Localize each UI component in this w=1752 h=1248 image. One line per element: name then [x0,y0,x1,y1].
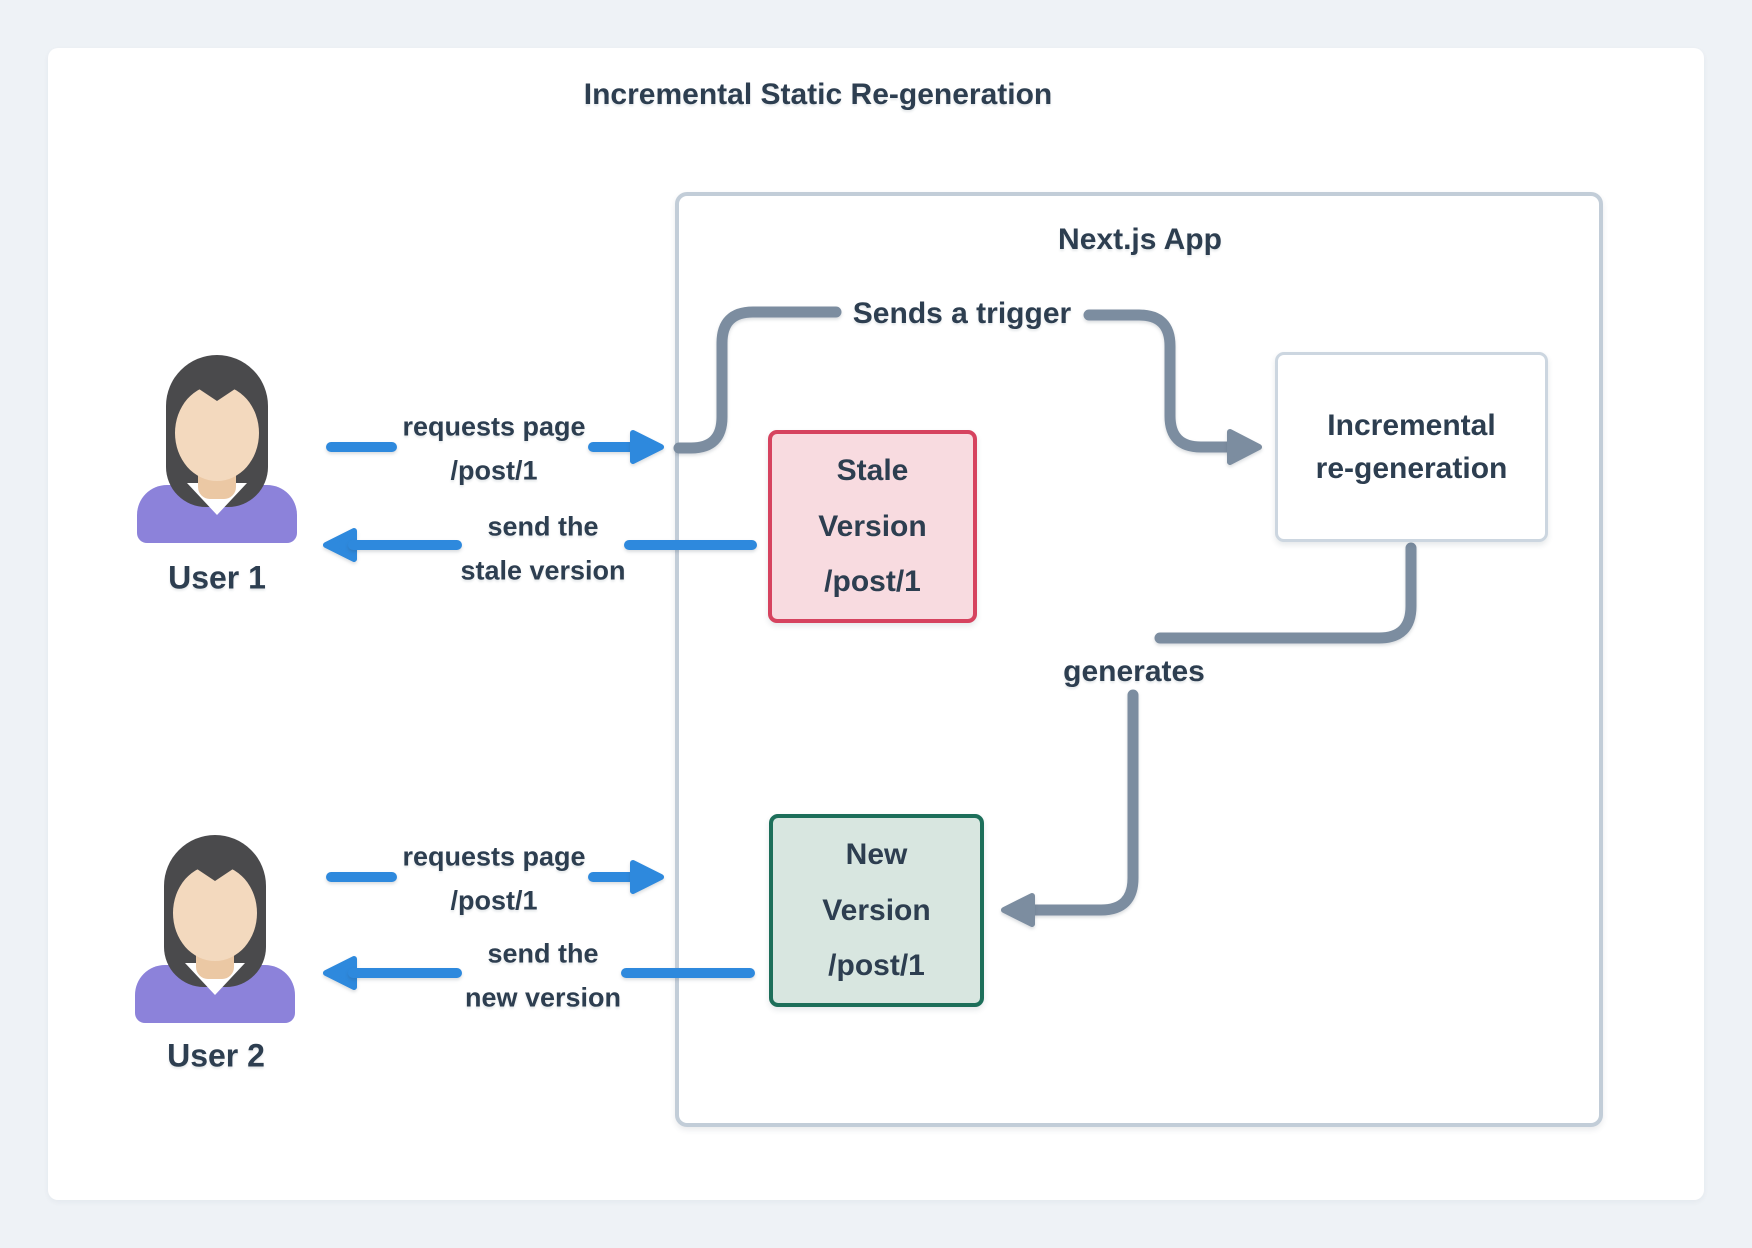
user1-request-arrowhead-icon [630,430,664,464]
user2-avatar-face [173,865,257,961]
trigger-arrowhead-icon [1227,429,1262,465]
incremental-regeneration-node: Incremental re-generation [1275,352,1548,542]
user2-request-label: requests page /post/1 [402,835,585,922]
nextjs-app-label: Next.js App [1058,223,1222,256]
new-version-line3: /post/1 [828,949,925,983]
user2-request-arrow [326,860,664,894]
sends-trigger-label: Sends a trigger [852,297,1072,330]
user1-request-label-line2: /post/1 [450,455,538,485]
user1-avatar [137,355,297,543]
user1-response-arrow [323,528,757,562]
user1-avatar-face [175,385,259,481]
user1-label: User 1 [168,559,266,596]
trigger-connector-right [1083,309,1262,465]
new-version-line2: Version [822,893,931,927]
user1-request-arrow [326,430,664,464]
user2-response-arrow [323,956,755,990]
new-version-node: New Version /post/1 [769,814,984,1007]
user1-response-label: send the stale version [460,505,625,592]
user2-response-label-line1: send the [487,938,599,969]
user1-response-label-line2: stale version [460,555,626,585]
incremental-regeneration-line1: Incremental [1327,408,1496,442]
user2-request-arrowhead-icon [630,860,664,894]
stale-version-line3: /post/1 [824,565,921,599]
user1-avatar-fringe [190,383,244,401]
new-version-line1: New [845,838,908,872]
user1-response-label-line1: send the [487,511,599,542]
trigger-connector-left [673,306,842,454]
user1-request-label: requests page /post/1 [402,405,585,492]
incremental-regeneration-line2: re-generation [1315,452,1508,485]
stale-version-line1: Stale [836,454,909,488]
diagram-title: Incremental Static Re-generation [583,78,1053,111]
user1-request-label-line1: requests page [402,411,586,442]
stale-version-node: Stale Version /post/1 [768,430,977,623]
stale-version-line2: Version [818,509,927,543]
generates-label: generates [1063,655,1205,688]
generates-connector-lower [1001,689,1139,927]
user2-label: User 2 [167,1037,265,1074]
user2-request-label-line1: requests page [402,841,586,872]
generates-arrowhead-icon [1001,893,1035,927]
user2-response-label-line2: new version [464,982,622,1012]
user2-avatar [135,835,295,1023]
user2-request-label-line2: /post/1 [450,885,538,915]
user2-response-label: send the new version [465,932,621,1019]
generates-connector-upper [1154,542,1417,644]
user2-avatar-fringe [188,863,242,881]
